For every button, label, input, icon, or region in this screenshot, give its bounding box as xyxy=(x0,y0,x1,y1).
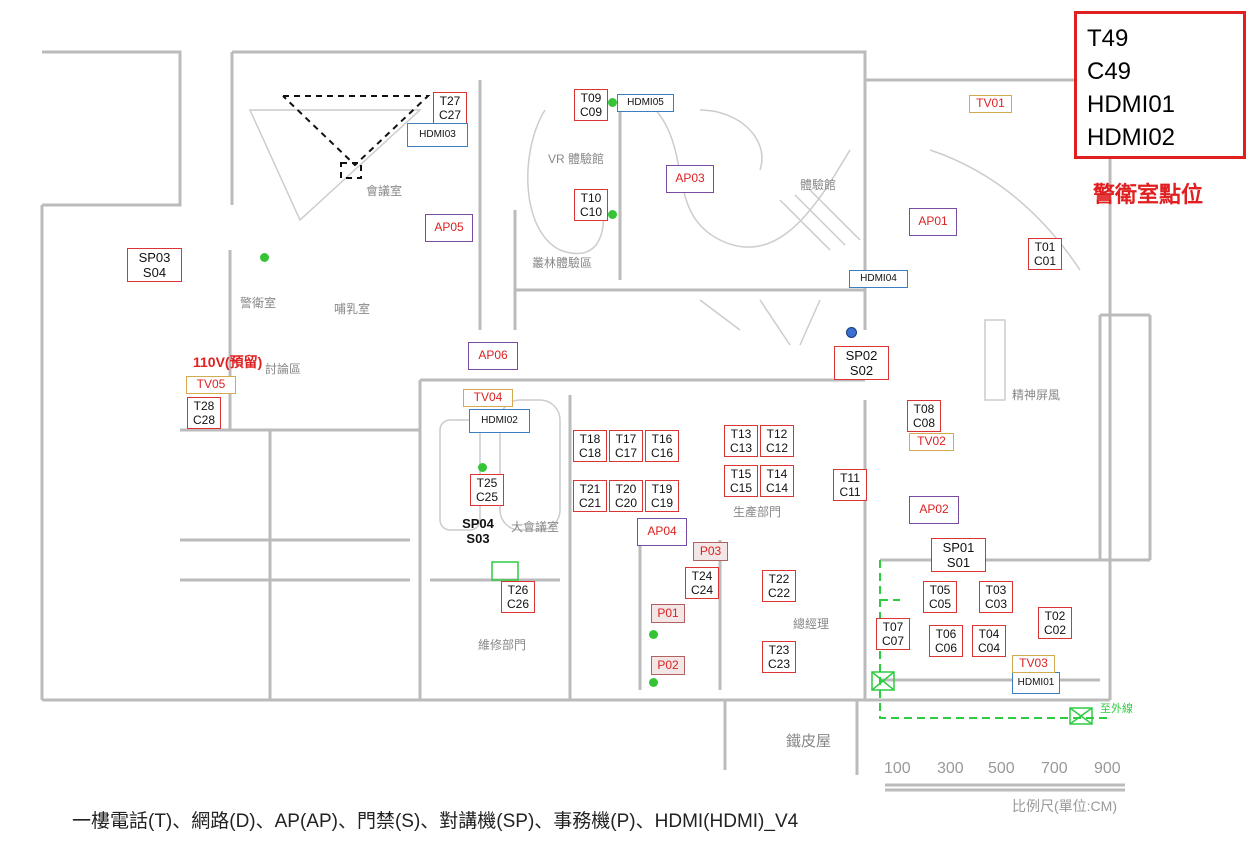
printer-02[interactable]: P02 xyxy=(651,656,685,675)
room-production: 生產部門 xyxy=(733,505,782,519)
ap-02[interactable]: AP02 xyxy=(909,496,959,524)
room-office: 會議室 xyxy=(366,184,403,198)
room-security: 警衛室 xyxy=(240,296,277,310)
ap-01[interactable]: AP01 xyxy=(909,208,957,236)
ap-03[interactable]: AP03 xyxy=(666,165,714,193)
room-forest: 叢林體驗區 xyxy=(532,256,593,270)
scale-tick: 900 xyxy=(1094,760,1121,777)
tv-05[interactable]: TV05 xyxy=(186,376,236,394)
room-gm: 總經理 xyxy=(793,617,830,631)
plan-caption: 一樓電話(T)、網路(D)、AP(AP)、門禁(S)、對講機(SP)、事務機(P… xyxy=(72,811,799,832)
legend-line: HDMI01 xyxy=(1087,91,1176,118)
room-ironroom: 鐵皮屋 xyxy=(786,733,832,750)
tv-04[interactable]: TV04 xyxy=(463,389,513,407)
scale-tick: 100 xyxy=(884,760,911,777)
printer-01[interactable]: P01 xyxy=(651,604,685,623)
ap-06[interactable]: AP06 xyxy=(468,342,518,370)
hdmi-04[interactable]: HDMI04 xyxy=(849,270,908,288)
outlet-dot xyxy=(608,98,617,107)
legend-box: T49 C49 HDMI01 HDMI02 xyxy=(1074,11,1246,159)
outlet-dot xyxy=(649,630,658,639)
room-experience: 體驗館 xyxy=(800,178,837,192)
scale-tick: 300 xyxy=(937,760,964,777)
legend-line: HDMI02 xyxy=(1087,124,1176,151)
outlet-dot xyxy=(649,678,658,687)
scale-label: 比例尺(單位:CM) xyxy=(1012,798,1117,814)
outlet-dot xyxy=(608,210,617,219)
power-note: 110V(預留) xyxy=(193,354,263,370)
tv-03[interactable]: TV03 xyxy=(1012,655,1055,673)
ap-04[interactable]: AP04 xyxy=(637,518,687,546)
hdmi-02[interactable]: HDMI02 xyxy=(469,409,530,433)
room-exit: 至外線 xyxy=(1100,703,1133,715)
scale-tick: 500 xyxy=(988,760,1015,777)
outlet-dot xyxy=(478,463,487,472)
printer-03[interactable]: P03 xyxy=(693,542,728,561)
outlet-dot xyxy=(260,253,269,262)
tv-01[interactable]: TV01 xyxy=(969,95,1012,113)
intercom-dot xyxy=(846,327,857,338)
hdmi-05[interactable]: HDMI05 xyxy=(617,94,674,112)
legend-line: C49 xyxy=(1087,58,1132,85)
ap-05[interactable]: AP05 xyxy=(425,214,473,242)
room-screen: 精神屏風 xyxy=(1012,388,1061,402)
room-vr: VR 體驗館 xyxy=(548,152,605,166)
tv-02[interactable]: TV02 xyxy=(909,433,954,451)
room-maintenance: 維修部門 xyxy=(478,638,527,652)
guard-room-note: 警衛室點位 xyxy=(1093,182,1204,207)
scale-tick: 700 xyxy=(1041,760,1068,777)
legend-line: T49 xyxy=(1087,25,1129,52)
room-discussion: 討論區 xyxy=(265,362,302,376)
room-nursing: 哺乳室 xyxy=(334,302,371,316)
hdmi-03[interactable]: HDMI03 xyxy=(407,123,468,147)
hdmi-01[interactable]: HDMI01 xyxy=(1012,672,1060,694)
room-meeting: 大會議室 xyxy=(511,520,560,534)
